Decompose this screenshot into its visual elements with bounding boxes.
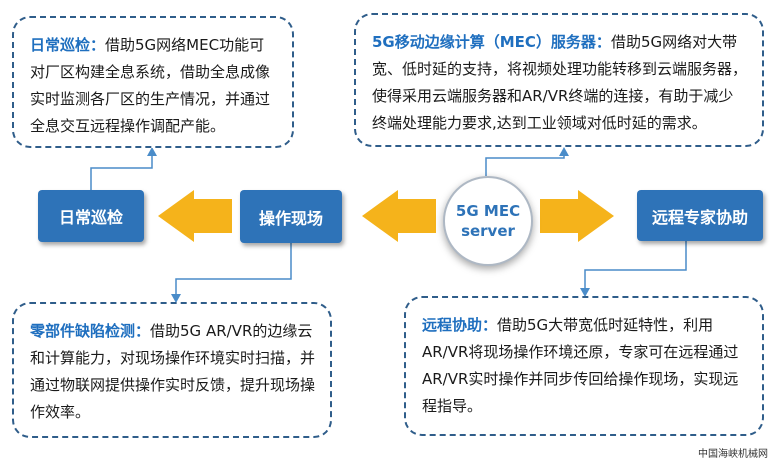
hub-label-line2: server: [461, 222, 515, 240]
box-remote-assist: 远程协助：借助5G大带宽低时延特性，利用AR/VR将现场操作环境还原，专家可在远…: [404, 296, 764, 436]
box-mec-server: 5G移动边缘计算（MEC）服务器：借助5G网络对大带宽、低时延的支持，将视频处理…: [354, 13, 764, 147]
box-remote-assist-text: 借助5G大带宽低时延特性，利用AR/VR将现场操作环境还原，专家可在远程通过AR…: [422, 316, 739, 415]
node-daily-patrol: 日常巡检: [38, 190, 144, 242]
connector-patrol-arrowhead: [147, 147, 157, 156]
connector-site-arrowhead: [171, 294, 181, 303]
box-daily-patrol: 日常巡检：借助5G网络MEC功能可对厂区构建全息系统，借助全息成像实时监测各厂区…: [12, 16, 294, 148]
connector-hub-arrowhead: [559, 147, 569, 156]
arrow-site-to-patrol: [158, 190, 232, 242]
box-defect-detection-title: 零部件缺陷检测：: [30, 322, 151, 340]
connector-site: [175, 243, 292, 296]
source-credit: 中国海峡机械网: [698, 449, 768, 460]
connector-expert-arrowhead: [580, 288, 590, 297]
box-daily-patrol-title: 日常巡检：: [30, 36, 106, 54]
node-operation-site: 操作现场: [240, 190, 342, 243]
box-daily-patrol-text: 借助5G网络MEC功能可对厂区构建全息系统，借助全息成像实时监测各厂区的生产情况…: [30, 36, 271, 135]
node-5g-mec-server: 5G MEC server: [443, 176, 533, 266]
arrow-hub-to-site: [362, 190, 436, 242]
hub-label-line1: 5G MEC: [455, 202, 521, 220]
box-remote-assist-title: 远程协助：: [422, 316, 498, 334]
connector-expert: [584, 241, 687, 290]
connector-patrol: [90, 154, 153, 190]
box-mec-server-text: 借助5G网络对大带宽、低时延的支持，将视频处理功能转移到云端服务器，使得采用云端…: [372, 33, 748, 132]
box-defect-detection-text: 借助5G AR/VR的边缘云和计算能力，对现场操作环境实时扫描，并通过物联网提供…: [30, 322, 316, 421]
arrow-hub-to-expert: [540, 190, 614, 242]
box-defect-detection: 零部件缺陷检测：借助5G AR/VR的边缘云和计算能力，对现场操作环境实时扫描，…: [12, 302, 332, 438]
box-mec-server-title: 5G移动边缘计算（MEC）服务器：: [372, 33, 611, 51]
connector-hub: [485, 154, 565, 176]
node-remote-expert: 远程专家协助: [637, 190, 763, 241]
